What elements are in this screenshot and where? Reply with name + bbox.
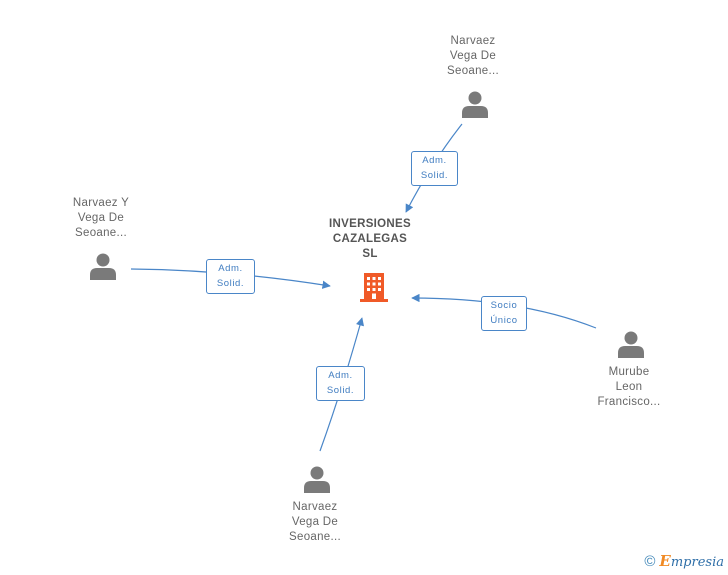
relation-label-bottom: Adm. Solid.: [316, 366, 365, 401]
relation-label-top: Adm. Solid.: [411, 151, 458, 186]
relation-bottom-line-1: Adm.: [328, 370, 353, 381]
person-right-name-line-1: Murube: [608, 366, 650, 378]
person-right-name-line-3: Francisco...: [597, 396, 661, 408]
person-left-name-line-2: Vega De: [77, 212, 125, 224]
brand-rest: mpresia: [670, 555, 724, 570]
person-top-name-line-3: Seoane...: [447, 65, 499, 77]
person-icon[interactable]: [616, 329, 646, 359]
person-top-name[interactable]: Narvaez Vega De Seoane...: [423, 34, 523, 79]
person-left-name-line-3: Seoane...: [75, 227, 127, 239]
person-right-name[interactable]: Murube Leon Francisco...: [579, 365, 679, 410]
person-icon[interactable]: [302, 464, 332, 494]
relation-right-line-1: Socio: [490, 300, 518, 311]
company-name-line-2: CAZALEGAS: [332, 233, 408, 245]
relation-label-right: Socio Único: [481, 296, 527, 331]
brand-logo[interactable]: Empresia: [659, 552, 724, 572]
person-bottom-name[interactable]: Narvaez Vega De Seoane...: [265, 500, 365, 545]
company-name-line-3: SL: [362, 248, 378, 260]
company-name[interactable]: INVERSIONES CAZALEGAS SL: [314, 217, 426, 262]
person-left-name[interactable]: Narvaez Y Vega De Seoane...: [51, 196, 151, 241]
footer-brand[interactable]: © Empresia: [644, 552, 724, 572]
relation-left-line-2: Solid.: [216, 278, 245, 289]
relation-label-left: Adm. Solid.: [206, 259, 255, 294]
relation-top-line-1: Adm.: [422, 155, 447, 166]
person-bottom-name-line-3: Seoane...: [289, 531, 341, 543]
person-bottom-name-line-2: Vega De: [291, 516, 339, 528]
building-icon[interactable]: [358, 270, 390, 302]
person-right-name-line-2: Leon: [615, 381, 643, 393]
person-top-name-line-1: Narvaez: [450, 35, 496, 47]
person-left-name-line-1: Narvaez Y: [72, 197, 130, 209]
person-bottom-name-line-1: Narvaez: [292, 501, 338, 513]
copyright-icon: ©: [644, 553, 656, 570]
company-name-line-1: INVERSIONES: [329, 218, 411, 230]
brand-initial: E: [659, 552, 671, 570]
relation-top-line-2: Solid.: [420, 170, 449, 181]
relation-left-line-1: Adm.: [218, 263, 243, 274]
person-top-name-line-2: Vega De: [449, 50, 497, 62]
person-icon[interactable]: [88, 251, 118, 281]
person-icon[interactable]: [460, 89, 490, 119]
relation-bottom-line-2: Solid.: [326, 385, 355, 396]
relation-right-line-2: Único: [490, 315, 518, 326]
